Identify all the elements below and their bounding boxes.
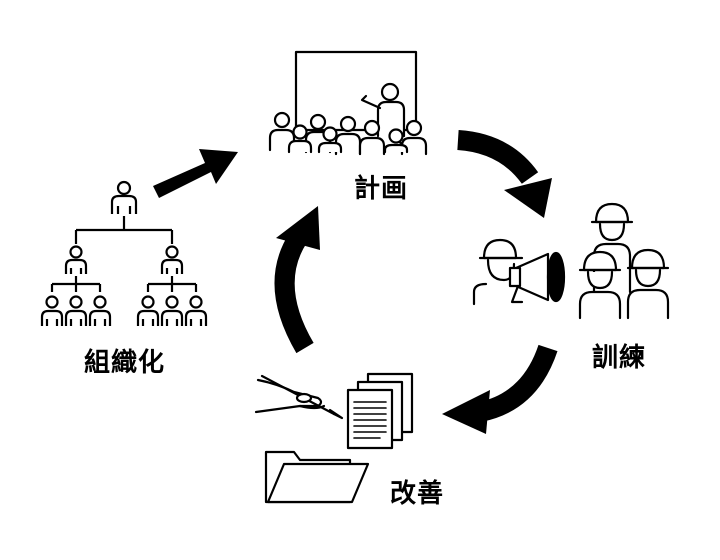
stage-label-organization: 組織化 [84, 348, 166, 378]
stage-label-plan: 計画 [354, 174, 409, 204]
arrow-training-to-improvement [442, 344, 558, 434]
stage-label-improvement: 改善 [390, 479, 445, 509]
documents-folder-pen-icon [254, 372, 414, 504]
megaphone-icon [508, 251, 566, 304]
cycle-arrows [153, 130, 558, 434]
arrow-improvement-to-plan [274, 206, 320, 354]
presentation-audience-icon [268, 50, 428, 156]
arrow-plan-to-training [457, 130, 552, 218]
hand-pen-icon [254, 374, 344, 420]
megaphone-workers-icon [472, 202, 670, 320]
documents-icon [346, 372, 414, 450]
arrow-org-to-plan [153, 149, 238, 198]
stage-label-training: 訓練 [592, 343, 647, 373]
folder-icon [264, 450, 370, 504]
org-chart-icon [40, 180, 208, 326]
